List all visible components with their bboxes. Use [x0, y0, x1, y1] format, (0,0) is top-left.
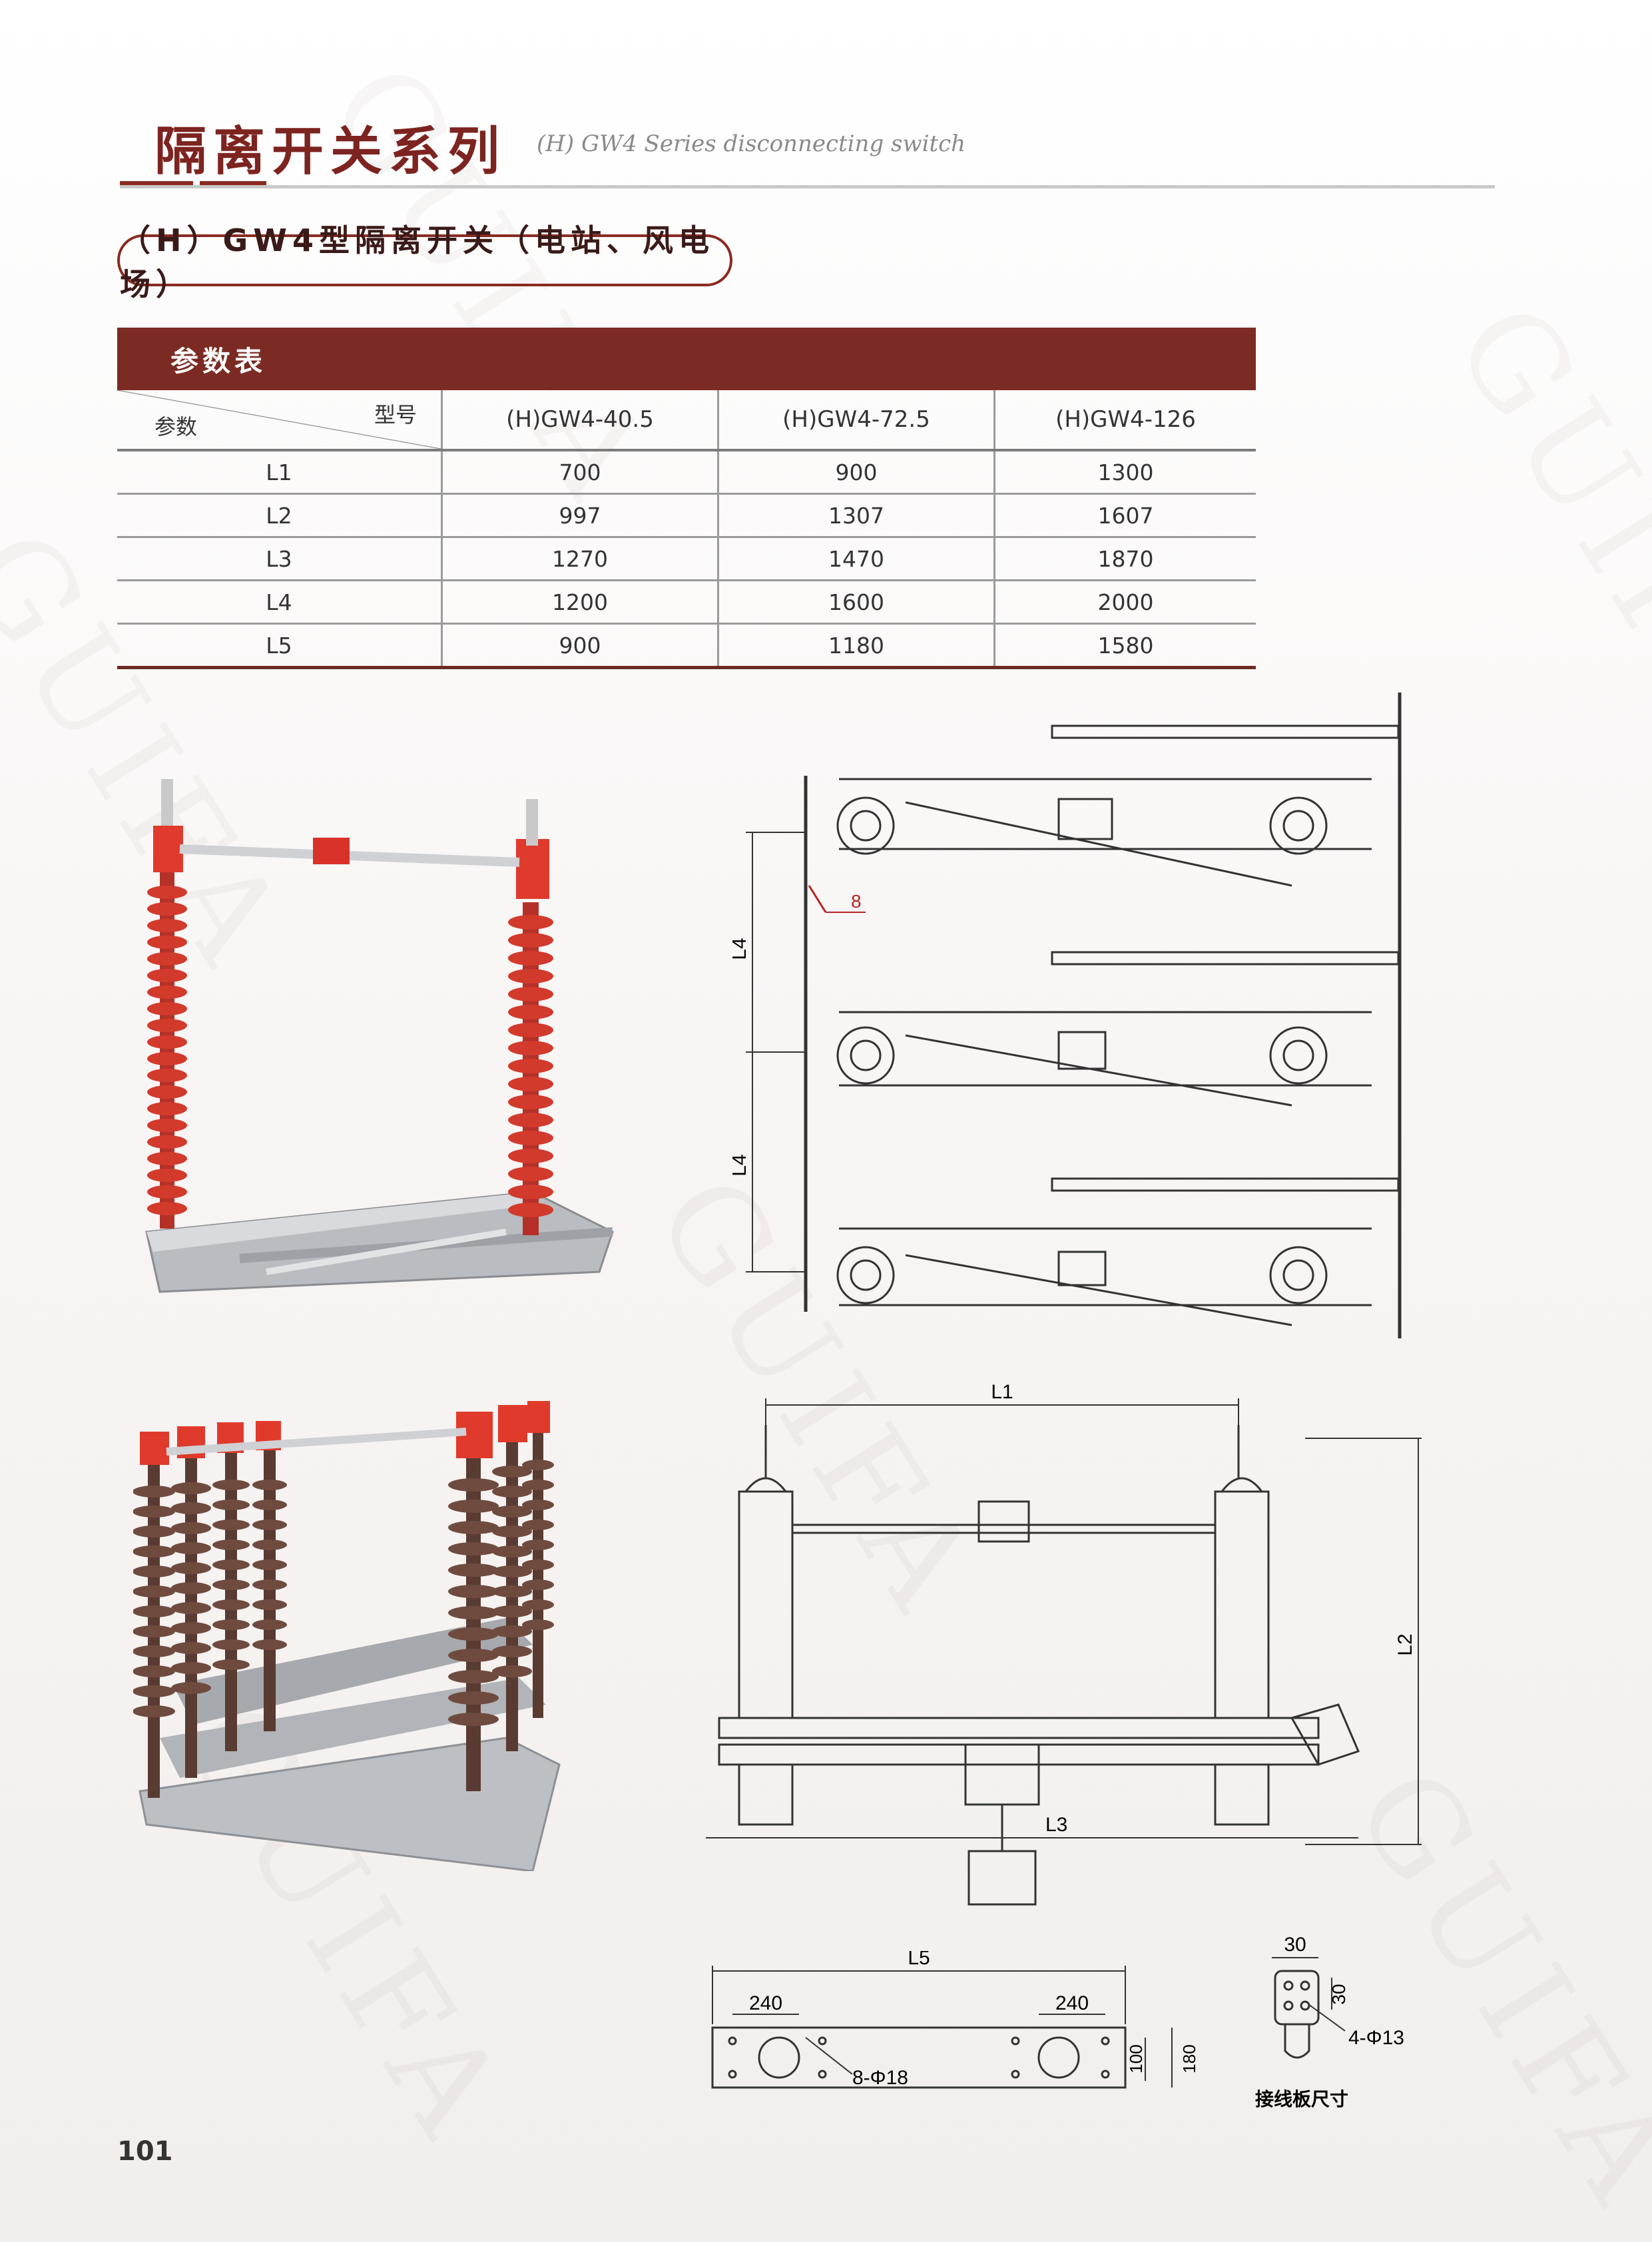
table-cell: 1200 — [441, 580, 718, 625]
callout-8: 8 — [851, 891, 862, 912]
dim-180: 180 — [1179, 2044, 1199, 2073]
dim-l1: L1 — [991, 1381, 1013, 1403]
table-cell: 1607 — [993, 493, 1256, 538]
terminal-plate-drawing: 30 30 4-Φ13 接线板尺寸 — [1255, 1934, 1404, 2109]
product-photo-three-pole — [133, 1401, 561, 1871]
product-photo-single-pole — [145, 779, 614, 1293]
page-number: 101 — [117, 2136, 173, 2167]
dim-l4-upper: L4 — [732, 938, 750, 960]
table-cell: 2000 — [993, 580, 1256, 625]
corner-model-label: 型号 — [374, 402, 417, 427]
section-subtitle: （H）GW4型隔离开关（电站、风电场） — [117, 222, 732, 302]
table-header-row: 型号 参数 (H)GW4-40.5 (H)GW4-72.5 (H)GW4-126 — [117, 390, 1256, 451]
insulator-row-right — [448, 1401, 554, 1791]
insulator-right — [508, 799, 553, 1235]
title-accent — [200, 181, 266, 185]
table-cell: 900 — [717, 450, 995, 495]
table-cell: 1580 — [993, 623, 1256, 669]
row-label: L5 — [117, 623, 442, 669]
table-row: L3 1270 1470 1870 — [117, 537, 1256, 581]
table-cell: 1180 — [717, 623, 995, 669]
table-cell: 1270 — [441, 537, 718, 581]
insulator-left — [147, 779, 187, 1229]
terminal-caption: 接线板尺寸 — [1255, 2089, 1348, 2109]
column-header: (H)GW4-40.5 — [441, 390, 718, 451]
table-cell: 1307 — [717, 493, 995, 538]
insulator-row-left — [133, 1421, 287, 1798]
dim-100: 100 — [1126, 2044, 1146, 2073]
table-cell: 900 — [441, 623, 718, 669]
dim-holes: 8-Φ18 — [852, 2067, 908, 2089]
contact-arm — [166, 1428, 467, 1456]
table-cell: 700 — [441, 450, 718, 495]
base-plate-drawing: L5 240 240 8-Φ18 100 180 — [711, 1951, 1199, 2089]
dim-l4-lower: L4 — [732, 1154, 750, 1176]
table-row: L2 997 1307 1607 — [117, 493, 1256, 538]
table-row: L5 900 1180 1580 — [117, 623, 1256, 669]
dim-240-left: 240 — [749, 1992, 782, 2014]
table-row: L1 700 900 1300 — [117, 450, 1256, 495]
column-header: (H)GW4-72.5 — [717, 390, 995, 451]
table-row: L4 1200 1600 2000 — [117, 580, 1256, 625]
row-label: L4 — [117, 580, 442, 625]
terminal-dim-height: 30 — [1328, 1984, 1349, 2004]
table-caption: 参数表 — [117, 328, 1256, 390]
parameter-table: 型号 参数 (H)GW4-40.5 (H)GW4-72.5 (H)GW4-126… — [117, 390, 1256, 669]
table-cell: 1600 — [717, 580, 995, 625]
row-label: L2 — [117, 493, 442, 538]
base-frame — [138, 1618, 561, 1871]
row-label: L3 — [117, 537, 442, 581]
terminal-dim-width: 30 — [1284, 1934, 1306, 1956]
table-cell: 1870 — [993, 537, 1256, 581]
table-corner-cell: 型号 参数 — [117, 390, 442, 451]
column-header: (H)GW4-126 — [993, 390, 1256, 451]
dim-l5: L5 — [908, 1951, 930, 1969]
terminal-holes: 4-Φ13 — [1348, 2027, 1404, 2049]
side-view-drawing: L1 L2 L3 — [706, 1381, 1422, 1906]
dim-l2: L2 — [1394, 1633, 1416, 1655]
dim-240-right: 240 — [1055, 1992, 1089, 2014]
table-cell: 1470 — [717, 537, 995, 581]
page-title-english: (H) GW4 Series disconnecting switch — [537, 131, 966, 157]
contact-arm — [179, 838, 520, 867]
page-title: 隔离开关系列 — [154, 122, 507, 182]
dim-l3: L3 — [1045, 1814, 1067, 1836]
base-frame — [145, 1191, 614, 1293]
title-accent — [120, 181, 193, 185]
corner-param-label: 参数 — [154, 414, 198, 439]
row-label: L1 — [117, 450, 442, 495]
top-view-drawing: L4 L4 8 — [732, 693, 1402, 1338]
table-cell: 997 — [441, 493, 718, 538]
table-cell: 1300 — [993, 450, 1256, 495]
title-divider — [120, 185, 1495, 188]
